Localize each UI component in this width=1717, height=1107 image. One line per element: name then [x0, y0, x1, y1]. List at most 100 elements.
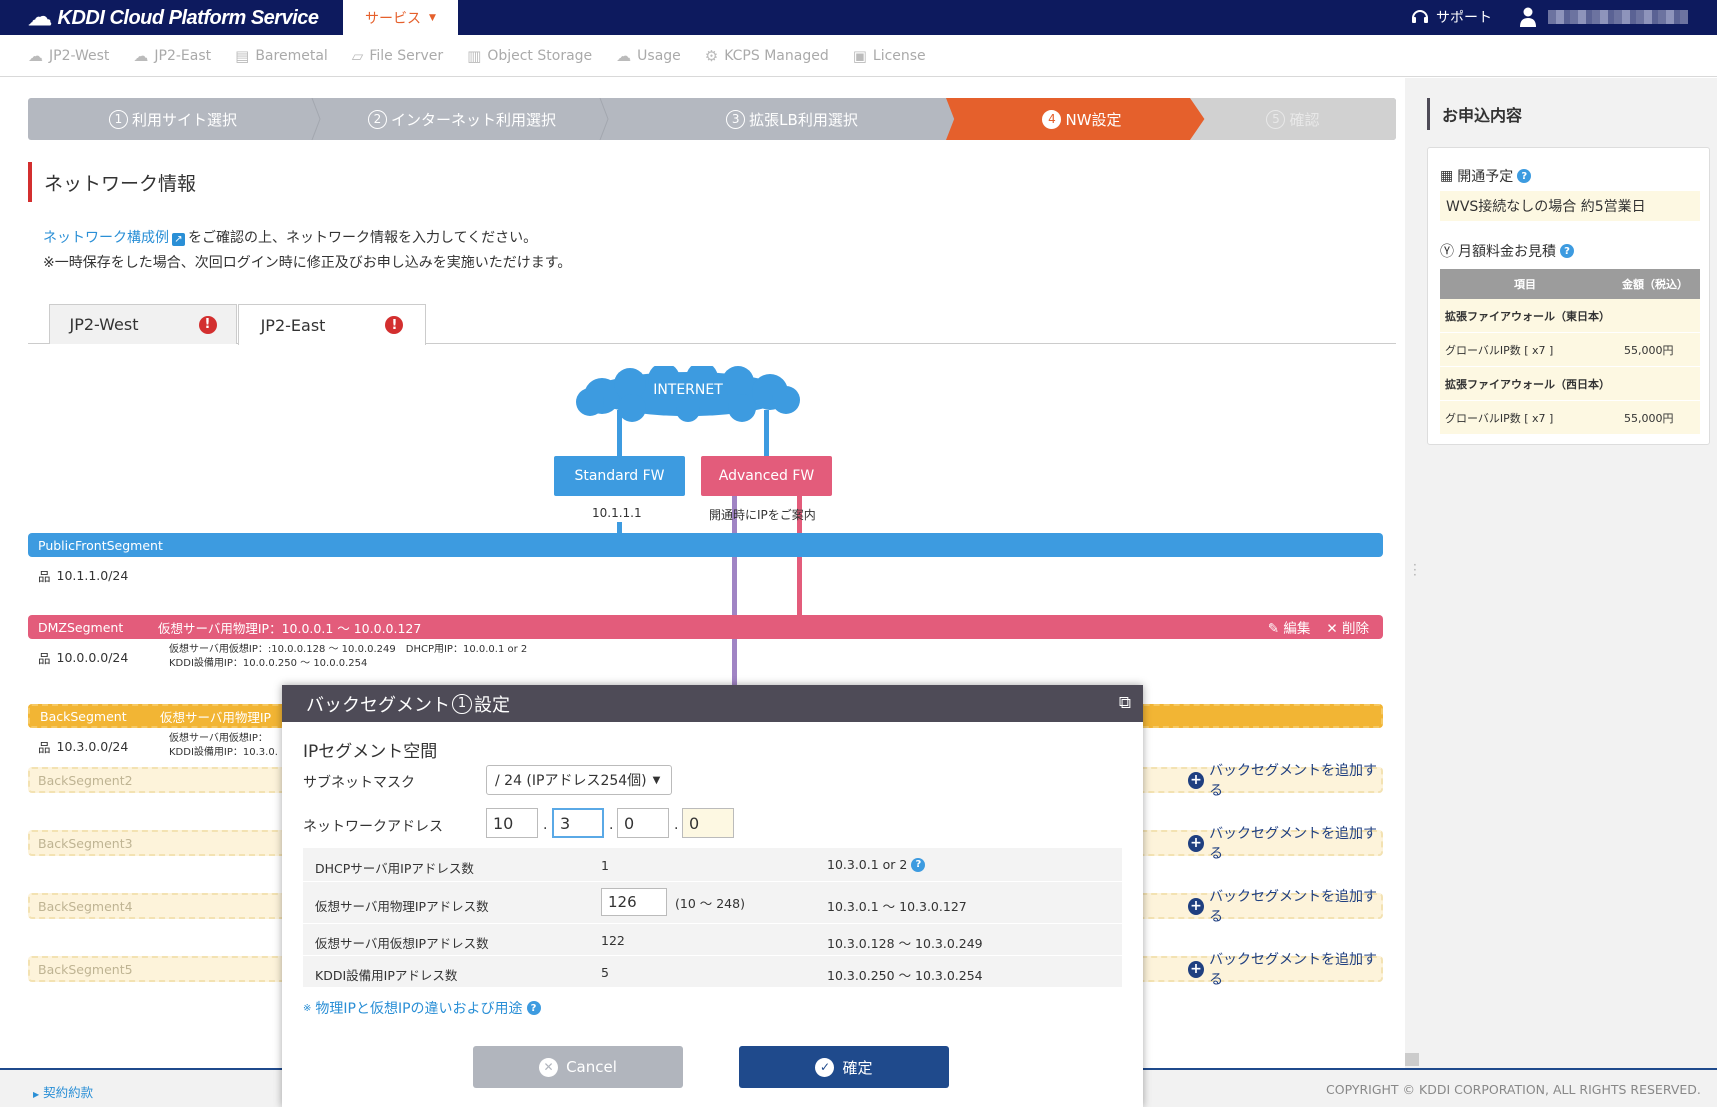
- scroll-resize-icon[interactable]: [1405, 1053, 1419, 1066]
- support-link[interactable]: サポート: [1410, 5, 1492, 29]
- service-nav: ☁JP2-West ☁JP2-East ▤Baremetal ▱File Ser…: [0, 35, 1717, 77]
- svc-jp2-east[interactable]: ☁JP2-East: [133, 46, 212, 65]
- help-icon[interactable]: ?: [1517, 169, 1532, 183]
- svc-file-server[interactable]: ▱File Server: [351, 46, 444, 65]
- external-link-icon[interactable]: ↗: [172, 233, 185, 246]
- octet-separator: .: [674, 817, 679, 833]
- close-icon: ✕: [539, 1057, 559, 1077]
- help-icon[interactable]: ?: [1560, 244, 1574, 258]
- add-back-segment-button[interactable]: +バックセグメントを追加する: [1188, 826, 1381, 862]
- cloud-logo-icon: ☁: [28, 4, 52, 31]
- modal-subtitle: IPセグメント空間: [303, 742, 438, 762]
- ip-difference-link[interactable]: ※ 物理IPと仮想IPの違いおよび用途 ?: [303, 998, 541, 1018]
- dmz-segment-actions: ✎ 編集 ✕ 削除: [1268, 615, 1369, 639]
- octet-separator: .: [543, 817, 548, 833]
- tab-jp2-east[interactable]: JP2-East !: [238, 304, 426, 345]
- user-name-masked: [1548, 10, 1688, 24]
- add-back-segment-button[interactable]: +バックセグメントを追加する: [1188, 889, 1381, 925]
- network-tree-icon: 品: [38, 569, 51, 584]
- dmz-segment-cidr: 品 10.0.0.0/24: [38, 650, 129, 666]
- line-internet-adv: [764, 410, 769, 458]
- copyright: COPYRIGHT © KDDI CORPORATION, ALL RIGHTS…: [1326, 1082, 1701, 1097]
- public-segment-cidr: 品 10.1.1.0/24: [38, 568, 129, 584]
- octet-separator: .: [609, 817, 614, 833]
- plus-icon: +: [1188, 960, 1205, 978]
- check-icon: ✓: [815, 1057, 835, 1077]
- warning-icon: !: [198, 315, 217, 334]
- table-row: 仮想サーバ用仮想IPアドレス数 122 10.3.0.128 〜 10.3.0.…: [303, 924, 1122, 956]
- svc-baremetal[interactable]: ▤Baremetal: [235, 46, 328, 65]
- ip-allocation-table: DHCPサーバ用IPアドレス数 1 10.3.0.1 or 2? 仮想サーバ用物…: [303, 848, 1122, 988]
- caret-down-icon: ▼: [429, 12, 436, 23]
- user-menu[interactable]: [1520, 5, 1688, 29]
- open-schedule-label: ▦ 開通予定 ?: [1440, 166, 1532, 186]
- svc-kcps-managed[interactable]: ⚙KCPS Managed: [704, 46, 829, 65]
- folder-icon: ▱: [351, 46, 364, 65]
- plus-icon: +: [1188, 834, 1205, 852]
- network-octet-4[interactable]: 0: [682, 808, 734, 838]
- headset-icon: [1412, 10, 1428, 23]
- collapse-icon[interactable]: ⧉: [1118, 693, 1132, 713]
- calendar-icon: ▦: [1440, 168, 1454, 184]
- terms-link[interactable]: ▶ 契約約款: [33, 1085, 94, 1100]
- cancel-button[interactable]: ✕ Cancel: [473, 1046, 683, 1088]
- help-icon[interactable]: ?: [911, 857, 926, 872]
- add-back-segment-button[interactable]: +バックセグメントを追加する: [1188, 763, 1381, 799]
- advanced-fw-box[interactable]: Advanced FW: [701, 456, 832, 496]
- standard-fw-box[interactable]: Standard FW: [554, 456, 685, 496]
- estimate-row: グローバルIP数 [ x7 ] 55,000円: [1440, 333, 1700, 367]
- service-menu[interactable]: サービス ▼: [343, 0, 458, 35]
- delete-button[interactable]: ✕ 削除: [1326, 621, 1369, 637]
- order-summary-title: お申込内容: [1427, 98, 1522, 130]
- subnet-mask-select[interactable]: / 24 (IPアドレス254個) ▼: [486, 765, 672, 795]
- confirm-button[interactable]: ✓ 確定: [739, 1046, 949, 1088]
- estimate-table: 項目 金額（税込） 拡張ファイアウォール（東日本） グローバルIP数 [ x7 …: [1440, 269, 1700, 435]
- step-divider: [311, 98, 321, 140]
- svc-object-storage[interactable]: ▥Object Storage: [467, 46, 593, 65]
- open-schedule-value: WVS接続なしの場合 約5営業日: [1440, 191, 1700, 221]
- edit-button[interactable]: ✎ 編集: [1267, 621, 1311, 637]
- network-octet-3[interactable]: 0: [617, 808, 669, 838]
- standard-fw-ip: 10.1.1.1: [592, 506, 642, 520]
- physical-ip-count-input[interactable]: 126: [601, 888, 667, 916]
- public-front-segment: PublicFrontSegment: [28, 533, 1383, 557]
- svc-usage[interactable]: ☁Usage: [616, 46, 681, 65]
- line-std-public: [617, 522, 622, 534]
- svc-jp2-west[interactable]: ☁JP2-West: [28, 46, 110, 65]
- gear-icon: ⚙: [704, 46, 719, 65]
- network-octet-1[interactable]: 10: [486, 808, 538, 838]
- dmz-segment-detail: 仮想サーバ用仮想IP：:10.0.0.128 〜 10.0.0.249 DHCP…: [169, 644, 528, 669]
- intro-note: ※一時保存をした場合、次回ログイン時に修正及びお申し込みを実施いただけます。: [43, 255, 572, 271]
- certificate-icon: ▣: [852, 46, 867, 65]
- cloud-icon: ☁: [133, 46, 149, 65]
- estimate-row: グローバルIP数 [ x7 ] 55,000円: [1440, 401, 1700, 435]
- back-segment-cidr: 品 10.3.0.0/24: [38, 739, 129, 755]
- chart-cloud-icon: ☁: [616, 46, 632, 65]
- network-tree-icon: 品: [38, 651, 51, 666]
- help-icon: ?: [526, 1001, 541, 1015]
- close-icon: ✕: [1326, 621, 1338, 637]
- dmz-segment: DMZSegment 仮想サーバ用物理IP：10.0.0.1 〜 10.0.0.…: [28, 615, 1383, 639]
- caret-right-icon: ▶: [33, 1090, 40, 1099]
- brand-logo[interactable]: ☁ KDDI Cloud Platform Service: [28, 4, 319, 31]
- warning-icon: !: [385, 316, 404, 334]
- plus-icon: +: [1188, 771, 1205, 789]
- panel-resize-handle[interactable]: ···: [1413, 558, 1417, 582]
- step-divider: [599, 98, 609, 140]
- add-back-segment-button[interactable]: +バックセグメントを追加する: [1188, 952, 1381, 988]
- top-bar: [0, 0, 1717, 35]
- database-icon: ▥: [467, 46, 482, 65]
- user-icon: [1520, 7, 1536, 27]
- modal-header: バックセグメント 1 設定 ⧉: [282, 685, 1143, 722]
- svc-license[interactable]: ▣License: [852, 46, 926, 65]
- internet-label: INTERNET: [653, 382, 723, 398]
- page-title: ネットワーク情報: [28, 162, 196, 202]
- subnet-mask-label: サブネットマスク: [303, 775, 415, 791]
- tab-jp2-west[interactable]: JP2-West !: [49, 304, 237, 344]
- network-example-link[interactable]: ネットワーク構成例: [43, 230, 169, 246]
- network-octet-2[interactable]: 3: [552, 808, 604, 838]
